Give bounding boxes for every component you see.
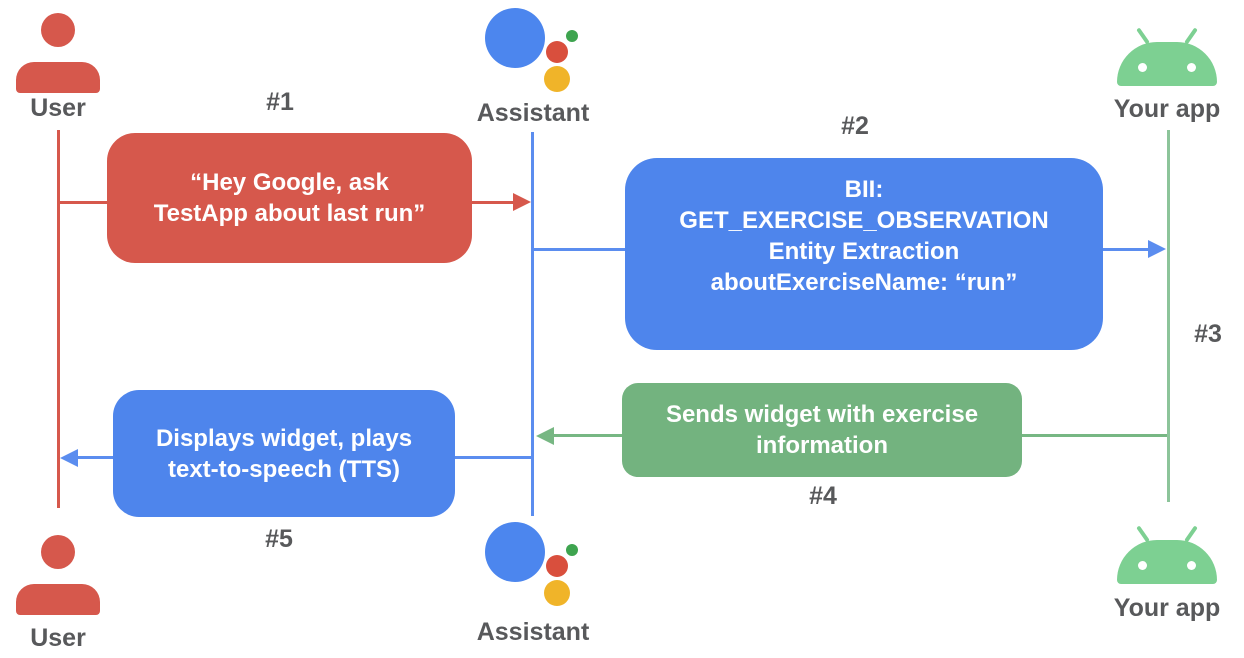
message-1-line-2: TestApp about last run”: [153, 200, 426, 227]
android-eye-right: [1187, 561, 1196, 570]
message-4-line-2: information: [756, 432, 888, 459]
message-1-line-1: “Hey Google, ask: [190, 169, 389, 196]
assistant-lifeline: [531, 132, 534, 516]
assistant-icon-bottom: [485, 519, 580, 609]
message-2-line-2: GET_EXERCISE_OBSERVATION: [679, 207, 1049, 234]
message-5-line-1: Displays widget, plays: [155, 424, 413, 452]
user-icon-head: [41, 535, 75, 569]
message-5-line-2: text-to-speech (TTS): [167, 455, 400, 483]
android-icon-top: [1117, 27, 1217, 86]
user-icon-body: [16, 584, 100, 615]
user-icon-top: [16, 13, 100, 93]
assistant-logo-yellow-circle: [544, 66, 570, 92]
user-icon-head: [41, 13, 75, 47]
assistant-icon-top: [485, 5, 580, 95]
app-lifeline: [1167, 130, 1170, 502]
arrowhead-assistant-to-user: [60, 449, 78, 467]
actor-label-user-bottom: User: [30, 624, 86, 652]
arrowhead-app-to-assistant: [536, 427, 554, 445]
step-label-1: #1: [266, 88, 294, 116]
android-antenna-right: [1184, 525, 1198, 543]
message-2-line-1: BII:: [844, 176, 884, 203]
message-box-5-tts: Displays widget, plays text-to-speech (T…: [113, 390, 455, 517]
assistant-logo-yellow-circle: [544, 580, 570, 606]
android-antenna-right: [1184, 27, 1198, 45]
assistant-logo-red-circle: [546, 555, 568, 577]
assistant-logo-blue-circle: [485, 522, 545, 582]
user-icon-bottom: [16, 535, 100, 615]
actor-label-assistant-bottom: Assistant: [476, 618, 590, 646]
step-label-3: #3: [1194, 320, 1222, 348]
arrowhead-assistant-to-app: [1148, 240, 1166, 258]
message-box-1-user-query: “Hey Google, ask TestApp about last run”: [107, 133, 472, 263]
android-head: [1117, 42, 1217, 86]
actor-label-app-bottom: Your app: [1113, 594, 1221, 622]
assistant-logo-green-circle: [566, 544, 578, 556]
android-eye-left: [1138, 63, 1147, 72]
assistant-logo-red-circle: [546, 41, 568, 63]
step-label-2: #2: [841, 112, 869, 140]
message-4-line-1: Sends widget with exercise: [665, 401, 979, 428]
user-lifeline: [57, 130, 60, 508]
user-icon-body: [16, 62, 100, 93]
message-2-line-3: Entity Extraction: [768, 238, 960, 265]
actor-label-assistant-top: Assistant: [476, 99, 590, 127]
message-box-4-widget: Sends widget with exercise information: [622, 383, 1022, 477]
actor-label-app-top: Your app: [1113, 95, 1221, 123]
android-icon-bottom: [1117, 525, 1217, 584]
assistant-logo-green-circle: [566, 30, 578, 42]
message-box-2-bii: BII: GET_EXERCISE_OBSERVATION Entity Ext…: [625, 158, 1103, 350]
message-2-line-4: aboutExerciseName: “run”: [710, 269, 1018, 296]
android-eye-right: [1187, 63, 1196, 72]
step-label-4: #4: [809, 482, 837, 510]
step-label-5: #5: [265, 525, 293, 553]
actor-label-user-top: User: [30, 94, 86, 122]
assistant-logo-blue-circle: [485, 8, 545, 68]
android-eye-left: [1138, 561, 1147, 570]
arrowhead-user-to-assistant: [513, 193, 531, 211]
android-head: [1117, 540, 1217, 584]
